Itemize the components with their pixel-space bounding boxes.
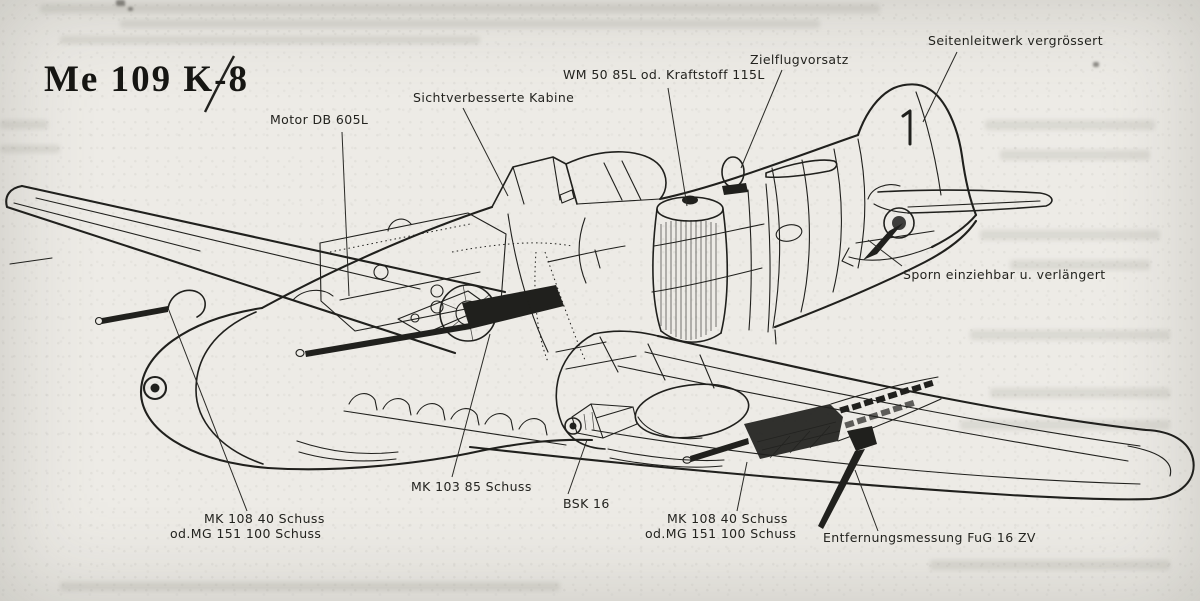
pilot-seat xyxy=(578,217,587,284)
far-wing xyxy=(5,184,507,355)
ammo-belt xyxy=(839,379,934,429)
callout-mk108-left-line1: MK 108 40 Schuss xyxy=(204,511,325,526)
rudder-hinge xyxy=(915,91,942,196)
camera-lens xyxy=(564,417,582,435)
tank-strap xyxy=(653,223,765,247)
fuselage-tank xyxy=(651,183,771,343)
port-gun-barrel xyxy=(102,306,168,324)
engine-db605 xyxy=(295,212,573,363)
page-title: Me 109 K-8 xyxy=(44,59,249,100)
wing-gun xyxy=(682,376,942,464)
head-armor xyxy=(603,160,642,201)
near-wing xyxy=(468,329,1195,501)
callout-sporn: Sporn einziehbar u. verlängert xyxy=(903,267,1106,282)
near-stabilizer xyxy=(877,189,1053,214)
port-gun-blister xyxy=(167,289,206,318)
callout-mk108-right: MK 108 40 Schuss od.MG 151 100 Schuss xyxy=(645,511,796,541)
wing-gun-barrel xyxy=(690,438,749,462)
bsk16-camera xyxy=(564,403,638,439)
callout-kabine: Sichtverbesserte Kabine xyxy=(413,90,575,105)
title-strikethrough xyxy=(203,55,236,113)
callout-wm50: WM 50 85L od. Kraftstoff 115L xyxy=(563,67,765,82)
gunsight xyxy=(559,189,575,204)
callout-mk103: MK 103 85 Schuss xyxy=(411,479,532,494)
callout-fug16: Entfernungsmessung FuG 16 ZV xyxy=(823,530,1036,545)
rear-fuselage xyxy=(658,133,978,329)
callout-zielflugvorsatz: Zielflugvorsatz xyxy=(750,52,849,67)
callout-mk108-left-line2: od.MG 151 100 Schuss xyxy=(170,526,322,541)
callout-seitenleitwerk: Seitenleitwerk vergrössert xyxy=(928,33,1104,48)
tail-group xyxy=(841,83,1053,267)
callout-bsk16: BSK 16 xyxy=(563,496,610,511)
fin-marking xyxy=(901,109,912,146)
radiator xyxy=(607,448,725,468)
loop-antenna xyxy=(721,156,748,195)
tank-strap xyxy=(651,267,763,293)
leader-lines xyxy=(167,51,958,532)
wheel-well xyxy=(634,383,750,439)
access-hatch xyxy=(775,224,803,242)
tailwheel-strut xyxy=(863,223,903,260)
callout-mk108-left: MK 108 40 Schuss od.MG 151 100 Schuss xyxy=(170,511,325,541)
engine-cannon-breech xyxy=(462,285,564,329)
tailwheel xyxy=(883,207,915,239)
pitot-tube xyxy=(9,257,53,265)
exhaust-stubs xyxy=(343,393,567,446)
callout-mk108-right-line1: MK 108 40 Schuss xyxy=(667,511,788,526)
spinner-cannon-port xyxy=(142,375,168,401)
fug16-antenna xyxy=(818,426,877,529)
nose-cowling xyxy=(139,205,594,471)
cockpit-canopy xyxy=(491,151,667,361)
callout-mk108-right-line2: od.MG 151 100 Schuss xyxy=(645,526,797,541)
wing-root-fillet xyxy=(555,333,606,450)
tank-filler-cap xyxy=(682,195,698,205)
far-stabilizer xyxy=(765,159,838,179)
engine-cannon-barrel xyxy=(305,323,471,357)
callout-motor: Motor DB 605L xyxy=(270,112,369,127)
